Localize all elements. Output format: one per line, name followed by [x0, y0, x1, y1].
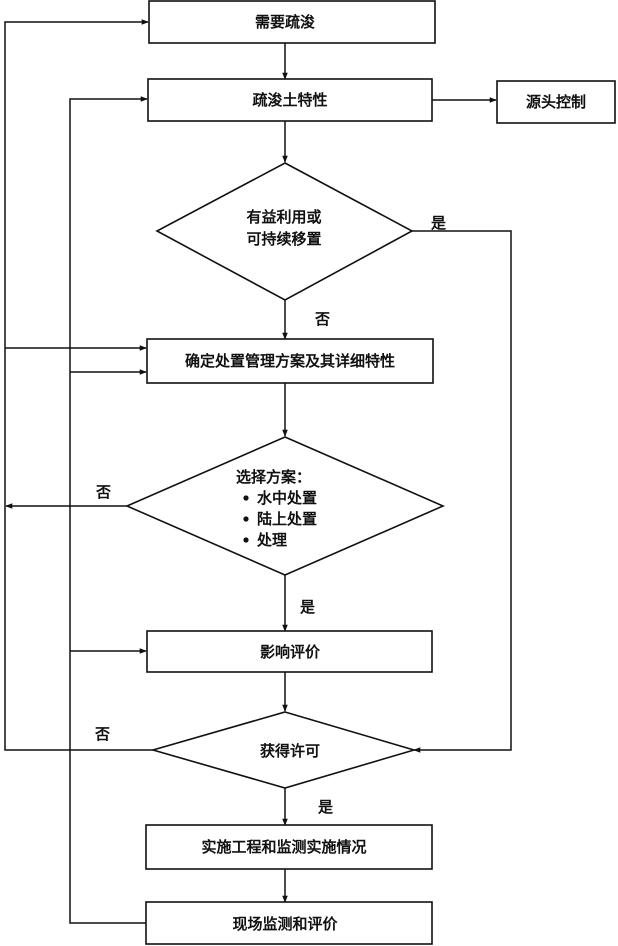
label-select-yes: 是	[299, 598, 316, 616]
label-beneficial-no: 否	[314, 310, 330, 328]
node-disposal-plan: 确定处置管理方案及其详细特性	[146, 338, 434, 384]
node-disposal-plan-text: 确定处置管理方案及其详细特性	[185, 352, 395, 370]
option-water-disposal: 水中处置	[257, 489, 317, 507]
decision-beneficial-use-line2: 可持续移置	[246, 230, 321, 248]
label-beneficial-yes: 是	[430, 214, 447, 232]
decision-select-option-title: 选择方案：	[236, 468, 311, 486]
bullet-icon	[243, 537, 249, 543]
decision-beneficial-use: 有益利用或 可持续移置	[155, 162, 414, 301]
label-permit-yes: 是	[317, 798, 334, 816]
node-field-monitoring: 现场监测和评价	[145, 901, 433, 945]
decision-beneficial-use-line1: 有益利用或	[246, 208, 321, 226]
decision-obtain-permit: 获得许可	[150, 711, 417, 789]
node-implement-monitor: 实施工程和监测实施情况	[145, 824, 433, 870]
node-implement-monitor-text: 实施工程和监测实施情况	[201, 838, 366, 856]
node-source-control: 源头控制	[496, 80, 616, 124]
node-need-dredging-text: 需要疏浚	[255, 13, 315, 31]
node-need-dredging: 需要疏浚	[148, 0, 436, 44]
loop-permit-no-to-need	[4, 19, 153, 751]
node-impact-assessment-text: 影响评价	[260, 643, 321, 661]
decision-obtain-permit-text: 获得许可	[260, 742, 320, 760]
node-field-monitoring-text: 现场监测和评价	[232, 915, 338, 933]
node-impact-assessment: 影响评价	[146, 630, 433, 673]
bullet-icon	[243, 516, 249, 522]
node-sediment-properties-text: 疏浚土特性	[252, 91, 327, 109]
decision-select-option: 选择方案： 水中处置 陆上处置 处理	[125, 436, 445, 576]
arrow-beneficial-yes-to-permit	[412, 230, 512, 753]
label-select-no: 否	[95, 483, 111, 501]
option-treatment: 处理	[256, 531, 287, 549]
loop-field-to-properties	[69, 96, 148, 924]
node-source-control-text: 源头控制	[526, 93, 586, 111]
bullet-icon	[243, 495, 249, 501]
option-land-disposal: 陆上处置	[257, 510, 317, 528]
node-sediment-properties: 疏浚土特性	[147, 78, 433, 122]
label-permit-no: 否	[94, 725, 110, 743]
